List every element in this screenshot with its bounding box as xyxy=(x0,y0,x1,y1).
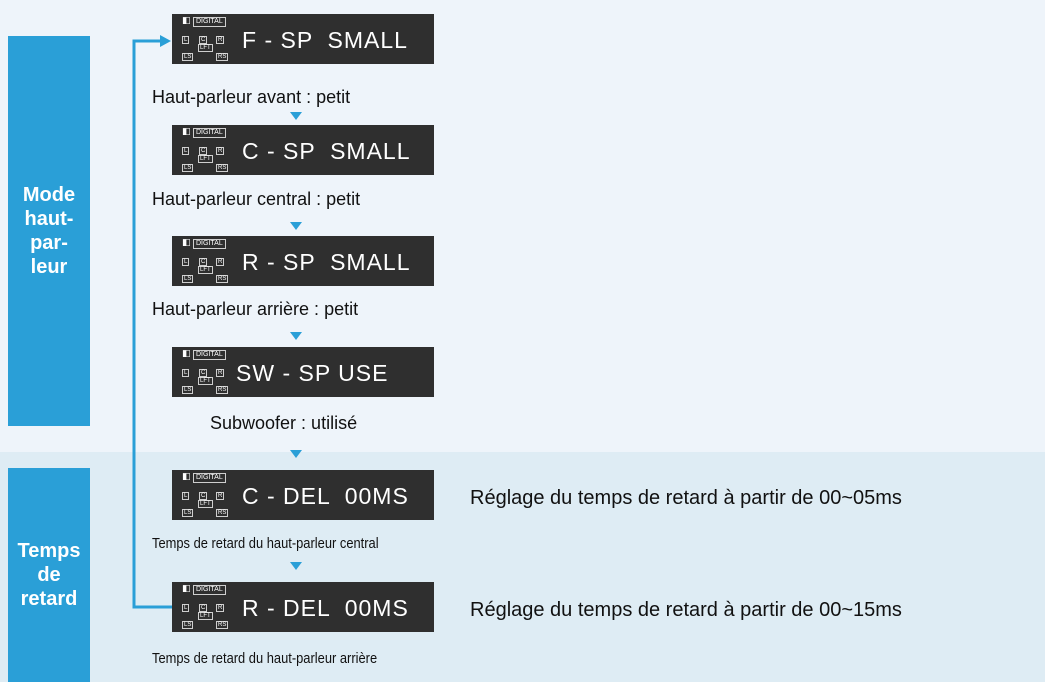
channel-rs-icon: RS xyxy=(216,386,229,394)
dolby-digital-icon: ◧ xyxy=(182,238,191,248)
channel-rs-icon: RS xyxy=(216,53,229,61)
channel-ls-icon: LS xyxy=(182,386,194,394)
channel-lft-icon: LFT xyxy=(198,612,213,620)
dolby-digital-icon: ◧ xyxy=(182,584,191,594)
channel-r-icon: R xyxy=(216,147,225,155)
channel-c-icon: C xyxy=(199,369,208,377)
channel-rs-icon: RS xyxy=(216,509,229,517)
channel-rs-icon: RS xyxy=(216,275,229,283)
channel-l-icon: L xyxy=(182,369,190,377)
label-line: Temps xyxy=(17,540,81,562)
label-line: retard xyxy=(20,588,78,610)
channel-r-icon: R xyxy=(216,369,225,377)
lcd-text: R - SP SMALL xyxy=(242,249,411,275)
step-caption: Temps de retard du haut-parleur central xyxy=(152,535,379,552)
digital-badge: DIGITAL xyxy=(193,473,226,483)
arrow-down-icon xyxy=(290,222,302,230)
step-caption: Haut-parleur avant : petit xyxy=(152,87,351,107)
channel-c-icon: C xyxy=(199,147,208,155)
digital-badge: DIGITAL xyxy=(193,17,226,27)
channel-lft-icon: LFT xyxy=(198,155,213,163)
lcd-text: C - SP SMALL xyxy=(242,138,411,164)
channel-ls-icon: LS xyxy=(182,53,194,61)
dolby-digital-icon: ◧ xyxy=(182,16,191,26)
channel-r-icon: R xyxy=(216,492,225,500)
lcd-display: ◧ DIGITAL L C R LFT LS RS F - SP SMALL xyxy=(172,14,434,64)
lcd-display: ◧ DIGITAL L C R LFT LS RS C - SP SMALL xyxy=(172,125,434,175)
channel-ls-icon: LS xyxy=(182,164,194,172)
delay-range-note: Réglage du temps de retard à partir de 0… xyxy=(470,487,902,509)
dolby-digital-icon: ◧ xyxy=(182,127,191,137)
channel-ls-icon: LS xyxy=(182,621,194,629)
step-caption: Haut-parleur central : petit xyxy=(152,189,361,209)
label-line: par- xyxy=(30,232,68,254)
lcd-display: ◧ DIGITAL L C R LFT LS RS R - DEL 00MS xyxy=(172,582,434,632)
label-line: haut- xyxy=(24,208,74,230)
section-label-delay-time: Temps de retard xyxy=(8,468,90,682)
digital-badge: DIGITAL xyxy=(193,585,226,595)
digital-badge: DIGITAL xyxy=(193,239,226,249)
channel-c-icon: C xyxy=(199,36,208,44)
lcd-text: F - SP SMALL xyxy=(242,27,408,53)
section-label-speaker-mode: Mode haut- par- leur xyxy=(8,36,90,426)
channel-lft-icon: LFT xyxy=(198,44,213,52)
arrow-down-icon xyxy=(290,332,302,340)
lcd-text: SW - SP USE xyxy=(236,360,389,386)
channel-lft-icon: LFT xyxy=(198,377,213,385)
label-line: Mode xyxy=(22,184,76,206)
arrow-down-icon xyxy=(290,112,302,120)
channel-c-icon: C xyxy=(199,258,208,266)
digital-badge: DIGITAL xyxy=(193,128,226,138)
delay-range-note: Réglage du temps de retard à partir de 0… xyxy=(470,599,902,621)
channel-c-icon: C xyxy=(199,492,208,500)
channel-r-icon: R xyxy=(216,36,225,44)
channel-r-icon: R xyxy=(216,604,225,612)
channel-lft-icon: LFT xyxy=(198,266,213,274)
dolby-digital-icon: ◧ xyxy=(182,349,191,359)
arrow-down-icon xyxy=(290,450,302,458)
channel-rs-icon: RS xyxy=(216,621,229,629)
lcd-display: ◧ DIGITAL L C R LFT LS RS C - DEL 00MS xyxy=(172,470,434,520)
lcd-text: C - DEL 00MS xyxy=(242,483,409,509)
channel-ls-icon: LS xyxy=(182,509,194,517)
label-line: leur xyxy=(30,256,68,278)
channel-l-icon: L xyxy=(182,492,190,500)
step-caption: Subwoofer : utilisé xyxy=(210,413,358,433)
lcd-display: ◧ DIGITAL L C R LFT LS RS SW - SP USE xyxy=(172,347,434,397)
digital-badge: DIGITAL xyxy=(193,350,226,360)
arrow-down-icon xyxy=(290,562,302,570)
lcd-display: ◧ DIGITAL L C R LFT LS RS R - SP SMALL xyxy=(172,236,434,286)
channel-lft-icon: LFT xyxy=(198,500,213,508)
channel-l-icon: L xyxy=(182,36,190,44)
channel-l-icon: L xyxy=(182,258,190,266)
dolby-digital-icon: ◧ xyxy=(182,472,191,482)
channel-r-icon: R xyxy=(216,258,225,266)
lcd-text: R - DEL 00MS xyxy=(242,595,409,621)
channel-ls-icon: LS xyxy=(182,275,194,283)
step-caption: Temps de retard du haut-parleur arrière xyxy=(152,650,378,667)
channel-l-icon: L xyxy=(182,604,190,612)
channel-c-icon: C xyxy=(199,604,208,612)
step-caption: Haut-parleur arrière : petit xyxy=(152,299,359,319)
label-line: de xyxy=(37,564,61,586)
channel-l-icon: L xyxy=(182,147,190,155)
channel-rs-icon: RS xyxy=(216,164,229,172)
